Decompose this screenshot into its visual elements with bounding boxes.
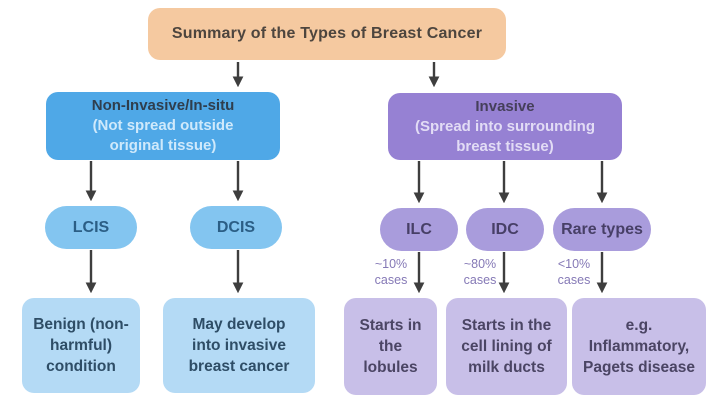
- dcis-outcome-box: May develop into invasive breast cancer: [163, 298, 315, 393]
- root-title-box: Summary of the Types of Breast Cancer: [148, 8, 506, 60]
- lcis-outcome-box: Benign (non- harmful) condition: [22, 298, 140, 393]
- idc-cases-note: ~80% cases: [463, 257, 497, 287]
- rare-outcome-box: e.g. Inflammatory, Pagets disease: [572, 298, 706, 395]
- rare-cases-note: <10% cases: [557, 257, 591, 287]
- idc-outcome-box: Starts in the cell lining of milk ducts: [446, 298, 567, 395]
- dcis-pill: DCIS: [190, 206, 282, 249]
- ilc-cases-note: ~10% cases: [374, 257, 408, 287]
- non-invasive-subtitle: (Not spread outside original tissue): [92, 117, 234, 154]
- root-title: Summary of the Types of Breast Cancer: [171, 25, 483, 42]
- ilc-pill: ILC: [380, 208, 458, 251]
- rare-types-pill: Rare types: [553, 208, 651, 251]
- idc-pill: IDC: [466, 208, 544, 251]
- ilc-outcome-box: Starts in the lobules: [344, 298, 437, 395]
- lcis-pill: LCIS: [45, 206, 137, 249]
- invasive-box: Invasive (Spread into surrounding breast…: [388, 93, 622, 160]
- invasive-subtitle: (Spread into surrounding breast tissue): [415, 117, 595, 155]
- invasive-title: Invasive: [475, 97, 535, 115]
- non-invasive-box: Non-Invasive/In-situ (Not spread outside…: [46, 92, 280, 160]
- non-invasive-title: Non-Invasive/In-situ: [91, 97, 235, 114]
